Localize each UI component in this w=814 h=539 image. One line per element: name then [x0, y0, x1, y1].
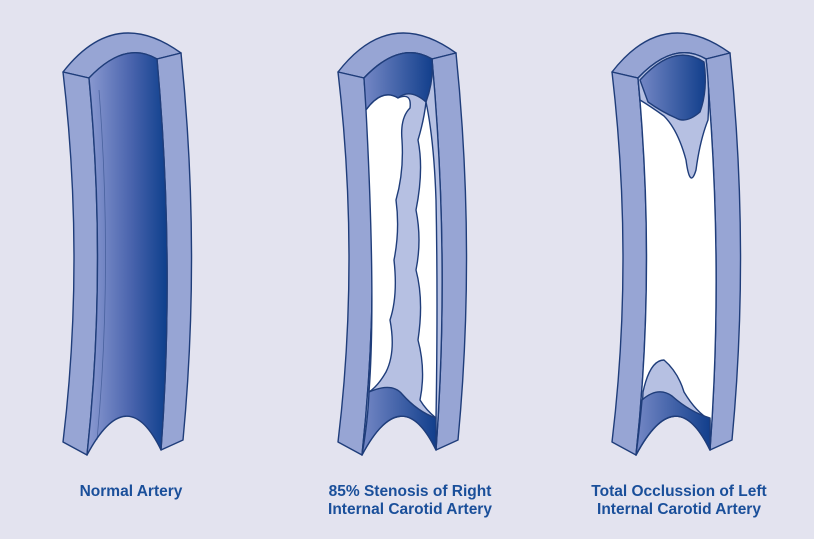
caption-normal-artery: Normal Artery [6, 483, 256, 501]
caption-stenosis-line-1: 85% Stenosis of Right [285, 483, 535, 501]
normal-artery-diagram [55, 0, 195, 470]
stenosis-artery-diagram [330, 0, 470, 470]
caption-occlusion-line-2: Internal Carotid Artery [554, 501, 804, 519]
caption-occlusion: Total Occlussion of Left Internal Caroti… [554, 483, 804, 519]
caption-occlusion-line-1: Total Occlussion of Left [554, 483, 804, 501]
caption-stenosis-line-2: Internal Carotid Artery [285, 501, 535, 519]
caption-normal-line-1: Normal Artery [6, 483, 256, 501]
caption-stenosis: 85% Stenosis of Right Internal Carotid A… [285, 483, 535, 519]
occlusion-artery-diagram [604, 0, 744, 470]
